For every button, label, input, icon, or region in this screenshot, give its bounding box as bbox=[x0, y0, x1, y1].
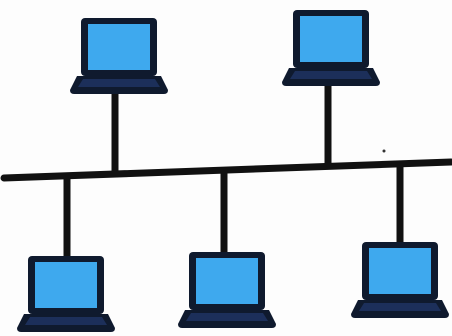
laptop-icon bbox=[17, 256, 115, 332]
speck-mark bbox=[382, 149, 386, 153]
laptop-icon bbox=[282, 10, 380, 86]
laptop-icon bbox=[351, 242, 449, 318]
bus-backbone-line bbox=[0, 158, 452, 182]
laptop-icon bbox=[70, 18, 168, 94]
laptop-icon bbox=[178, 252, 276, 328]
